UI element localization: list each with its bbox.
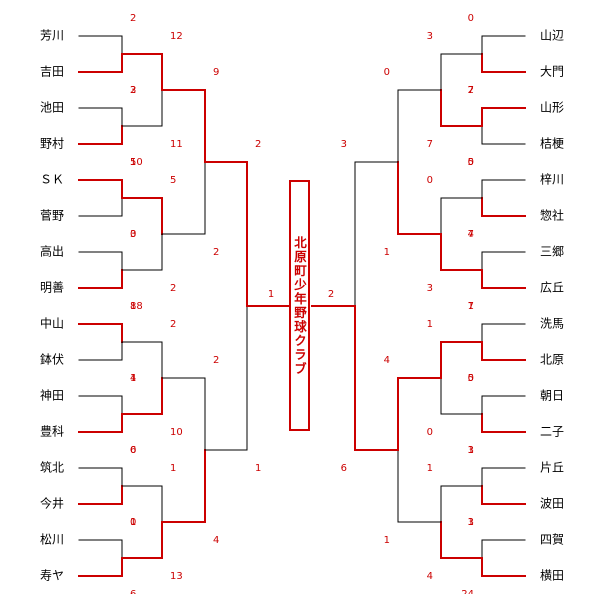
left-r4-m1-score-bottom: 1 [255,463,261,474]
left-r1-m3-score-bottom: 3 [130,229,136,240]
right-r1-m7-score-bottom: 3 [468,517,474,528]
left-r2-m4-score-bottom: 13 [170,571,183,582]
right-final-score: 2 [328,289,334,300]
left-team-3: 池田 [40,101,64,115]
right-team-13: 片丘 [540,461,564,475]
left-team-6: 菅野 [40,209,64,223]
left-r1-m5-score-bottom: 4 [130,373,136,384]
right-r2-m3-score-top: 1 [427,319,433,330]
left-r3-m1-score-bottom: 2 [213,247,219,258]
right-r1-m5-score-bottom: 5 [468,373,474,384]
left-r2-m1-score-bottom: 11 [170,139,183,150]
left-r1-m7-score-bottom: 1 [130,517,136,528]
left-r2-m2-score-bottom: 2 [170,283,176,294]
right-r2-m2-score-bottom: 3 [427,283,433,294]
left-final-score: 1 [268,289,274,300]
left-r1-m1-score-top: 2 [130,13,136,24]
left-r3-m1-score-top: 9 [213,67,219,78]
right-r3-m2-score-bottom: 1 [384,535,390,546]
right-team-4: 桔梗 [540,136,564,151]
right-r4-m1-score-top: 3 [341,139,347,150]
left-r2-m4-score-top: 1 [170,463,176,474]
right-r1-m1-score-bottom: 2 [468,85,474,96]
left-team-15: 松川 [40,533,64,547]
left-r3-m2-score-bottom: 4 [213,535,219,546]
left-r1-m2-score-bottom: 5 [130,157,136,168]
right-team-9: 洗馬 [540,317,564,331]
left-r1-m3-score-top: 10 [130,157,143,168]
left-team-7: 高出 [40,244,64,259]
right-r1-m6-score-bottom: 3 [468,445,474,456]
right-r1-m4-score-bottom: 7 [468,301,474,312]
right-team-10: 北原 [540,353,564,367]
left-r1-m5-score-top: 8 [130,301,136,312]
right-team-16: 横田 [540,569,564,583]
left-r1-m7-score-top: 0 [130,445,136,456]
right-r1-m7-score-top: 1 [468,445,474,456]
champion-name: 北原町少年野球クラブ [292,235,307,376]
left-team-4: 野村 [40,137,64,151]
right-r4-m1-score-bottom: 6 [341,463,347,474]
left-r1-m8-score-top: 0 [130,517,136,528]
left-r1-m4-score-bottom: 18 [130,301,143,312]
right-team-3: 山形 [540,101,564,115]
left-r2-m3-score-top: 2 [170,319,176,330]
right-r3-m1-score-top: 0 [384,67,390,78]
left-r1-m2-score-top: 2 [130,85,136,96]
left-r1-m8-score-bottom: 6 [130,589,136,594]
left-team-2: 吉田 [40,65,64,79]
right-r1-m1-score-top: 0 [468,13,474,24]
left-team-1: 芳川 [40,29,64,43]
right-r3-m2-score-top: 4 [384,355,390,366]
right-r2-m1-score-top: 3 [427,31,433,42]
right-team-8: 広丘 [540,281,564,295]
right-team-15: 四賀 [540,533,564,547]
left-r1-m1-score-bottom: 3 [130,85,136,96]
right-team-2: 大門 [540,65,564,79]
left-team-5: ＳＫ [40,173,64,187]
right-team-7: 三郷 [540,245,564,259]
right-team-14: 波田 [540,497,564,511]
left-team-11: 神田 [40,389,64,403]
right-r1-m3-score-top: 0 [468,157,474,168]
left-r2-m1-score-top: 12 [170,31,183,42]
right-team-6: 惣社 [540,208,564,223]
right-r1-m6-score-top: 0 [468,373,474,384]
right-r1-m3-score-bottom: 7 [468,229,474,240]
right-r1-m4-score-top: 4 [468,229,474,240]
right-r1-m8-score-bottom: 24 [461,589,474,594]
left-team-10: 鉢伏 [40,353,64,367]
right-team-5: 梓川 [540,172,564,187]
right-r2-m4-score-top: 1 [427,463,433,474]
right-r1-m2-score-top: 7 [468,85,474,96]
left-team-13: 筑北 [40,460,64,475]
champion-box: 北原町少年野球クラブ [289,180,310,431]
right-r2-m2-score-top: 0 [427,175,433,186]
right-team-1: 山辺 [540,29,564,43]
right-r2-m1-score-bottom: 7 [427,139,433,150]
left-team-14: 今井 [40,496,64,511]
left-r2-m2-score-top: 5 [170,175,176,186]
left-r1-m6-score-bottom: 6 [130,445,136,456]
right-team-11: 朝日 [540,389,564,403]
right-r2-m4-score-bottom: 4 [427,571,433,582]
left-team-12: 豊科 [40,425,64,439]
left-r4-m1-score-top: 2 [255,139,261,150]
right-r3-m1-score-bottom: 1 [384,247,390,258]
left-team-8: 明善 [40,280,64,295]
right-r1-m8-score-top: 1 [468,517,474,528]
left-r3-m2-score-top: 2 [213,355,219,366]
left-team-16: 寿ヤ [40,569,64,583]
left-r1-m6-score-top: 1 [130,373,136,384]
left-team-9: 中山 [40,316,64,331]
right-r2-m3-score-bottom: 0 [427,427,433,438]
right-team-12: 二子 [540,425,564,439]
left-r2-m3-score-bottom: 10 [170,427,183,438]
left-r1-m4-score-top: 0 [130,229,136,240]
right-r1-m2-score-bottom: 5 [468,157,474,168]
right-r1-m5-score-top: 1 [468,301,474,312]
